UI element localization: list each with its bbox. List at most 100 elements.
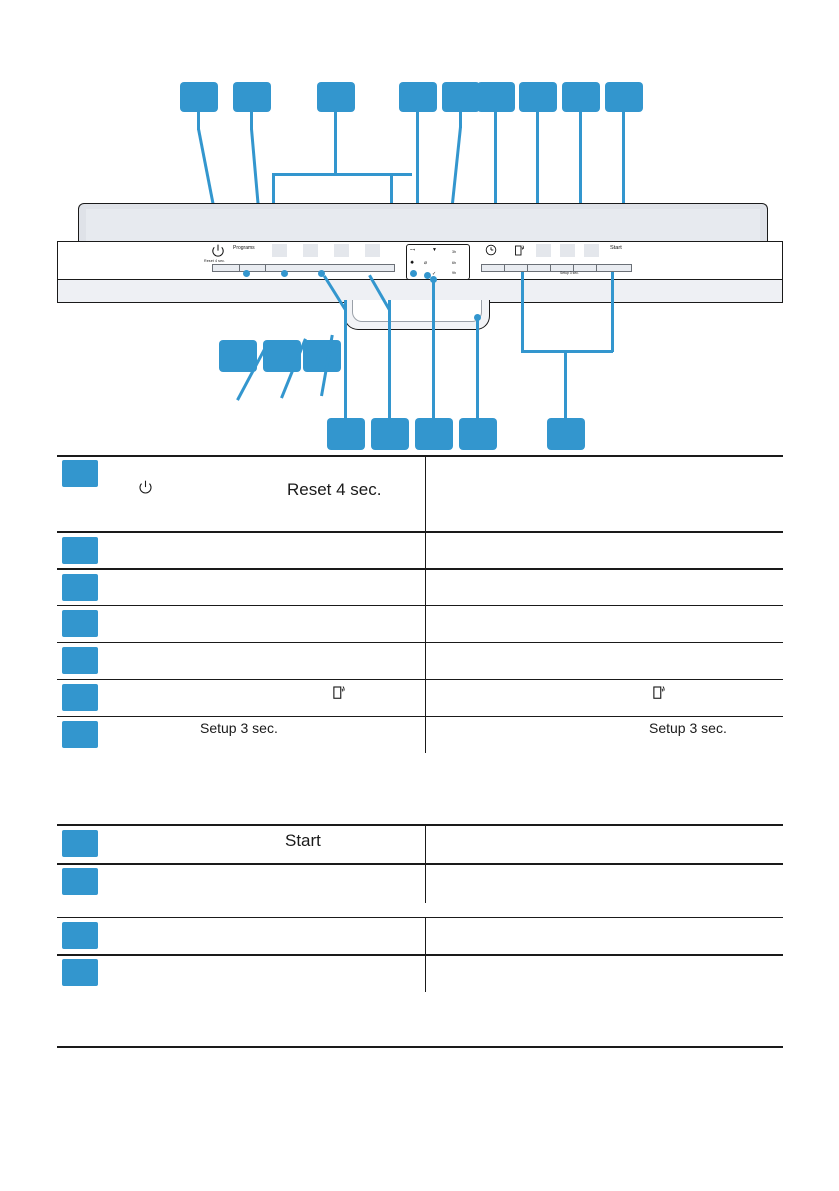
callout-17-bracket <box>521 350 613 353</box>
callout-8-leader <box>579 112 582 240</box>
callout-14 <box>371 418 409 450</box>
program-indicator-bar <box>212 264 395 272</box>
legend-marker-11 <box>62 959 98 986</box>
legend-rule-1 <box>57 531 783 534</box>
callout-1-leader <box>197 112 200 130</box>
legend-marker-3 <box>62 574 98 601</box>
legend-col-divider-2 <box>425 531 426 568</box>
legend-col-divider-3 <box>425 568 426 605</box>
option-button-2[interactable] <box>560 244 575 257</box>
legend-row-7-text-a: Setup 3 sec. <box>200 720 278 736</box>
legend-rule-9 <box>57 917 783 919</box>
legend-marker-4 <box>62 610 98 637</box>
wifi-icon: ▼ <box>432 247 437 253</box>
callout-17-leader <box>564 352 567 420</box>
callout-4 <box>399 82 437 112</box>
door-handle-inner <box>352 300 482 322</box>
callout-3 <box>317 82 355 112</box>
salt-icon: ✹ <box>410 260 415 266</box>
legend-col-divider-8 <box>425 824 426 863</box>
delay-3h-label: 3h <box>452 250 456 254</box>
legend-col-divider-10 <box>425 917 426 954</box>
legend-col-divider-5 <box>425 642 426 679</box>
callout-8 <box>562 82 600 112</box>
power-icon[interactable] <box>210 243 226 259</box>
legend-rule-5 <box>57 679 783 681</box>
clock-icon[interactable] <box>485 244 497 256</box>
panel-setup-label: Setup 3 sec. <box>560 271 579 275</box>
callout-11-endpoint <box>281 270 288 277</box>
delay-9h-label: 9h <box>452 271 456 275</box>
option-button-3[interactable] <box>584 244 599 257</box>
callout-11 <box>263 340 301 372</box>
callout-7-leader <box>536 112 539 220</box>
remote-start-icon[interactable] <box>514 243 526 257</box>
callout-14-endpoint <box>424 272 431 279</box>
legend-row-1-text: Reset 4 sec. <box>287 480 382 499</box>
callout-10 <box>219 340 257 372</box>
callout-1 <box>180 82 218 112</box>
delay-6h-label: 6h <box>452 261 456 265</box>
legend-marker-2 <box>62 537 98 564</box>
callout-16-leader <box>476 318 479 420</box>
legend-marker-8 <box>62 830 98 857</box>
legend-row-7-text-b: Setup 3 sec. <box>649 720 727 736</box>
legend-rule-2 <box>57 568 783 571</box>
callout-17 <box>547 418 585 450</box>
callout-3-bracket-top <box>272 173 412 176</box>
option-button-1[interactable] <box>536 244 551 257</box>
legend-col-divider-9 <box>425 863 426 903</box>
legend-col-divider-7 <box>425 716 426 753</box>
callout-16 <box>459 418 497 450</box>
legend-rule-3 <box>57 605 783 607</box>
callout-15 <box>415 418 453 450</box>
callout-5-leader <box>459 112 462 128</box>
legend-rule-8 <box>57 863 783 866</box>
callout-3-leader <box>334 112 337 174</box>
program-button-1[interactable] <box>272 244 287 257</box>
callout-9 <box>605 82 643 112</box>
legend-rule-bottom <box>57 1046 783 1048</box>
rinse-aid-icon: ⌀ <box>424 260 428 266</box>
legend-col-divider-4 <box>425 605 426 642</box>
callout-4-leader <box>416 112 419 240</box>
panel-programs-label: Programs <box>233 245 255 251</box>
legend-marker-5 <box>62 647 98 674</box>
program-button-4[interactable] <box>365 244 380 257</box>
program-button-2[interactable] <box>303 244 318 257</box>
legend-marker-9 <box>62 868 98 895</box>
legend-rule-7 <box>57 824 783 827</box>
callout-17-bracket-right <box>611 272 614 352</box>
callout-6 <box>477 82 515 112</box>
callout-13 <box>327 418 365 450</box>
tap-water-icon: ⤍ <box>410 247 416 253</box>
callout-12-endpoint <box>318 270 325 277</box>
panel-reset-label: Reset 4 sec. <box>204 259 226 263</box>
callout-10-endpoint <box>243 270 250 277</box>
callout-15-endpoint <box>430 276 437 283</box>
appliance-door-inset <box>86 209 760 242</box>
callout-6-leader <box>494 112 497 240</box>
legend-rule-4 <box>57 642 783 644</box>
callout-5 <box>442 82 480 112</box>
panel-start-label: Start <box>610 245 622 251</box>
callout-15-leader <box>432 280 435 420</box>
legend-remote-start-icon-a <box>333 686 345 699</box>
legend-col-divider-11 <box>425 954 426 992</box>
legend-col-divider-6 <box>425 679 426 716</box>
callout-2-leader <box>250 112 253 130</box>
program-button-3[interactable] <box>334 244 349 257</box>
legend-power-icon <box>139 480 152 494</box>
option-indicator-bar <box>481 264 632 272</box>
legend-rule-top <box>57 455 783 457</box>
legend-rule-10 <box>57 954 783 956</box>
legend-rule-6 <box>57 716 783 718</box>
legend-remote-start-icon-b <box>653 686 665 699</box>
callout-12 <box>303 340 341 372</box>
callout-17-bracket-left <box>521 272 524 352</box>
legend-row-8-text: Start <box>285 831 321 850</box>
callout-16-endpoint <box>474 314 481 321</box>
legend-col-divider-1 <box>425 455 426 531</box>
legend-marker-10 <box>62 922 98 949</box>
